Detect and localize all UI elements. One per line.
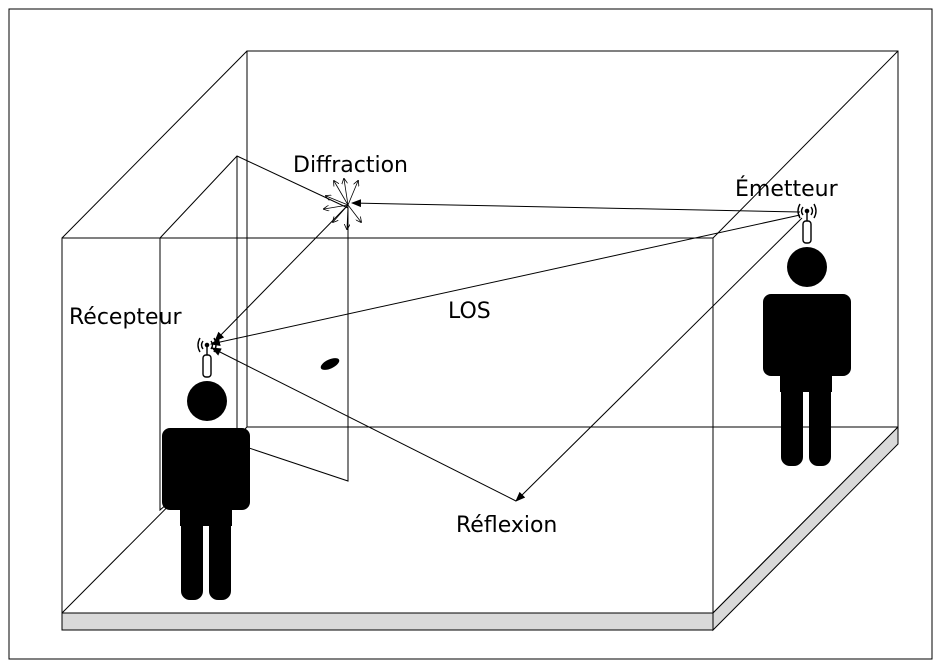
person-icon bbox=[162, 381, 250, 600]
label-diffraction: Diffraction bbox=[293, 153, 408, 178]
label-receiver: Récepteur bbox=[69, 305, 183, 330]
label-los: LOS bbox=[448, 299, 491, 324]
antenna-icon bbox=[797, 203, 817, 244]
partition bbox=[159, 155, 349, 512]
label-reflection: Réflexion bbox=[456, 513, 557, 538]
diffraction-scatter bbox=[324, 179, 361, 229]
floor-side-face bbox=[712, 425, 899, 632]
image-frame bbox=[8, 8, 933, 660]
diffraction-incident-ray bbox=[351, 199, 801, 213]
partition-spot bbox=[320, 358, 340, 370]
back-wall bbox=[246, 50, 899, 428]
reflection-ray-to-receiver bbox=[211, 347, 517, 502]
label-emitter: Émetteur bbox=[735, 176, 839, 202]
antenna-icon bbox=[197, 337, 217, 378]
edge-top-left bbox=[61, 50, 248, 239]
person-icon bbox=[763, 247, 851, 466]
floor-front-face bbox=[61, 612, 714, 631]
receiver-person bbox=[162, 337, 250, 600]
propagation-paths bbox=[210, 199, 803, 502]
floor-slab bbox=[61, 425, 899, 632]
reflection-incident-ray bbox=[515, 217, 803, 502]
diffraction-ray-to-receiver bbox=[214, 204, 349, 342]
los-ray bbox=[210, 214, 801, 346]
edge-top-right bbox=[712, 50, 899, 239]
emitter-person bbox=[763, 203, 851, 466]
